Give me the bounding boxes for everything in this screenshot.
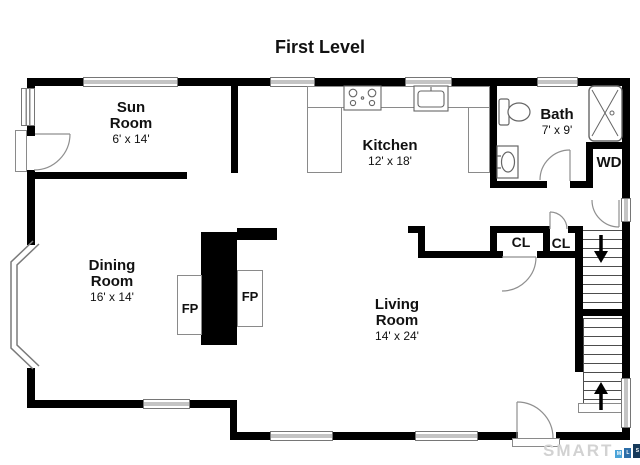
logo-bar: M [615,450,623,458]
wall [578,78,630,86]
wall [543,251,583,258]
kitchen-counter [468,107,490,173]
wall [622,316,630,378]
bath-door-arc [539,149,571,181]
vanity-sink-icon [496,145,519,179]
kitchen-counter [307,86,490,108]
closet-door-arc [501,256,537,292]
closet-label: CL [511,234,531,250]
room-name: Bath [540,106,574,123]
wall [452,78,537,86]
wall [556,432,630,440]
wall [408,226,425,233]
wall [543,226,550,258]
wall [570,181,593,188]
room-name: Dining Room [88,257,136,290]
wall [490,86,497,188]
smart-mls-logo: SMART M L S [543,441,640,461]
window [537,77,578,87]
wall [230,400,237,440]
wall [490,226,545,233]
wall [27,368,35,408]
wall [27,124,35,136]
window [83,77,178,87]
wall [315,78,405,86]
window [415,431,478,441]
wall [178,78,270,86]
room-label-dining-room: Dining Room 16' x 14' [77,258,147,304]
stair-landing [578,403,622,413]
shower-icon [588,85,623,142]
room-name: Sun Room [109,99,153,132]
window [621,198,631,222]
stairs-down [583,230,622,308]
room-dims: 6' x 14' [112,131,150,146]
fireplace-label: FP [241,289,259,304]
fireplace-box [177,275,202,335]
wall [333,432,415,440]
wall [622,222,630,310]
room-name: Living Room [374,296,420,329]
wall [478,432,518,440]
bay-window [10,240,40,370]
wall [230,432,270,440]
wall [537,251,545,258]
wall [586,142,630,149]
wall [586,142,593,188]
wall [418,251,497,258]
closet-label: CL [551,235,571,251]
room-label-living-room: Living Room 14' x 24' [362,297,432,343]
watermark-text: SMART [543,441,614,461]
wall [27,78,83,86]
stairs-up [583,318,622,403]
wall [575,309,630,316]
room-dims: 7' x 9' [541,122,573,137]
kitchen-counter [307,107,342,173]
page-title: First Level [274,37,366,57]
room-name: Kitchen [362,137,418,154]
door-landing [15,130,27,172]
front-door-arc [516,401,554,439]
wall [27,170,35,245]
window [21,88,35,126]
room-label-sun-room: Sun Room 6' x 14' [101,100,161,146]
wall [418,226,425,258]
door-threshold [512,438,560,447]
room-label-bath: Bath 7' x 9' [522,107,592,138]
window [270,431,333,441]
window [621,378,631,428]
wall [231,85,238,173]
room-dims: 16' x 14' [90,289,134,304]
wall [568,226,577,233]
wall [190,400,237,408]
logo-bar: L [624,448,632,458]
laundry-label: WD [596,154,622,171]
sun-room-door-arc [33,133,71,171]
wall [490,251,503,258]
wall [575,226,583,372]
wall [622,78,630,198]
room-dims: 14' x 24' [375,328,419,343]
wall [237,228,277,240]
room-dims: 12' x 18' [368,153,412,168]
back-door-arc [591,199,620,228]
fireplace-chimney [201,232,237,345]
fireplace-box [237,270,263,327]
wall [490,226,497,258]
wall [27,172,187,179]
window [143,399,190,409]
logo-bar: S [633,444,640,458]
closet2-door-arc [549,211,568,230]
wall [27,78,35,90]
fireplace-label: FP [181,301,199,316]
window [270,77,315,87]
wall [27,400,143,408]
room-label-kitchen: Kitchen 12' x 18' [345,138,435,169]
wall [490,181,547,188]
wall [622,428,630,440]
